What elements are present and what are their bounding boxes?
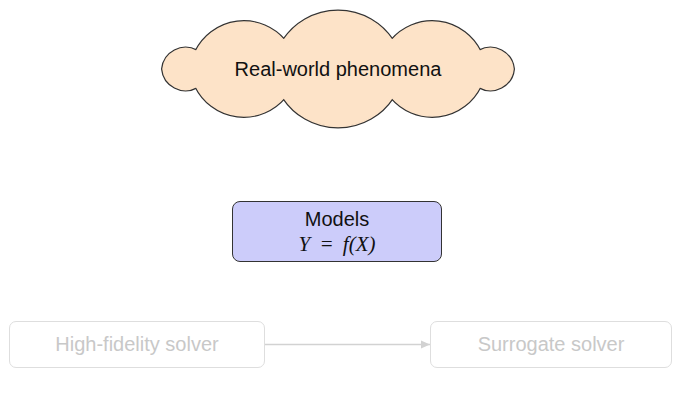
arrow-connector <box>265 341 430 349</box>
formula: Y = f(X) <box>299 232 376 257</box>
node-label: Surrogate solver <box>478 332 625 357</box>
node-label: High-fidelity solver <box>55 332 218 357</box>
cloud-node: Real-world phenomena <box>118 8 558 130</box>
model-box: ModelsY = f(X) <box>232 201 442 262</box>
solver-box: Surrogate solver <box>430 321 672 368</box>
box-heading: Models <box>305 207 369 232</box>
node-label: Real-world phenomena <box>235 57 442 82</box>
solver-box: High-fidelity solver <box>9 321 265 368</box>
